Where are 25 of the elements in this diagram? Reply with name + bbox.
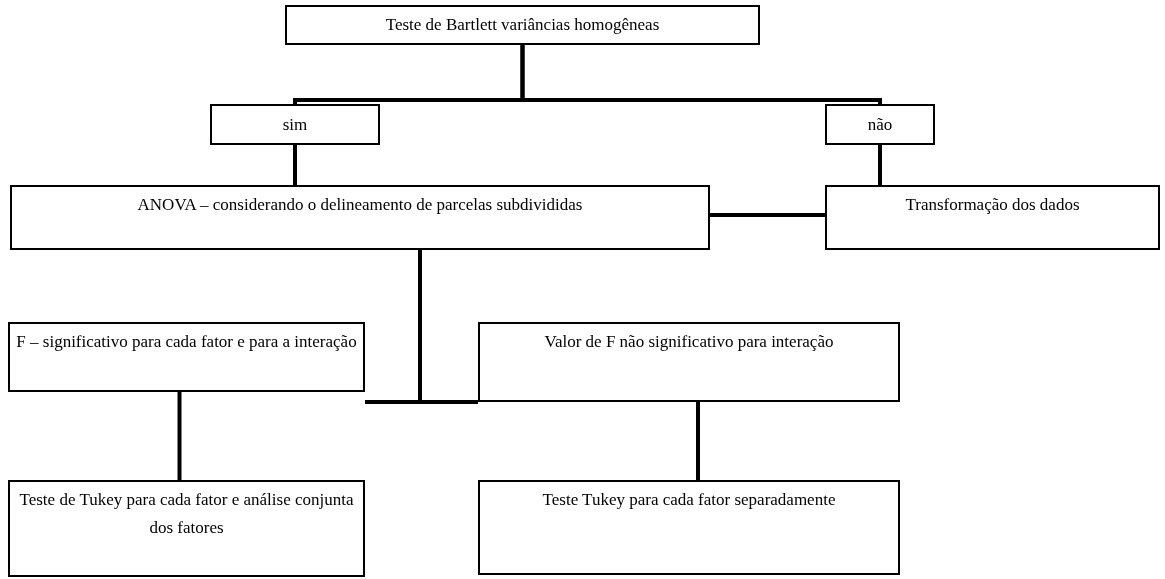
connector-line bbox=[418, 250, 478, 404]
connector-line bbox=[710, 213, 825, 217]
box-label: Transformação dos dados bbox=[905, 194, 1080, 216]
box-label: F – significativo para cada fator e para a interação bbox=[16, 331, 357, 353]
box-label: Valor de F não significativo para interação bbox=[544, 331, 834, 353]
box-label: sim bbox=[282, 113, 308, 136]
process-box bbox=[8, 322, 365, 392]
process-box bbox=[825, 104, 935, 145]
connector-line bbox=[878, 145, 882, 185]
connector-line bbox=[177, 392, 182, 480]
connector-line bbox=[696, 402, 700, 480]
connector-line bbox=[520, 45, 882, 105]
process-box bbox=[210, 104, 380, 145]
connector-line bbox=[293, 145, 297, 185]
process-box bbox=[8, 480, 365, 577]
box-label: Teste Tukey para cada fator separadamente bbox=[542, 489, 836, 511]
box-label: ANOVA – considerando o delineamento de parcelas subdivididas bbox=[137, 194, 583, 216]
box-label: não bbox=[867, 113, 893, 136]
process-box bbox=[478, 480, 900, 575]
process-box bbox=[825, 185, 1160, 250]
process-box bbox=[285, 5, 760, 45]
box-label: Teste de Bartlett variâncias homogêneas bbox=[385, 14, 660, 36]
process-box bbox=[10, 185, 710, 250]
box-label: Teste de Tukey para cada fator e análise conjunta dos fatores bbox=[18, 489, 355, 539]
process-box bbox=[478, 322, 900, 402]
